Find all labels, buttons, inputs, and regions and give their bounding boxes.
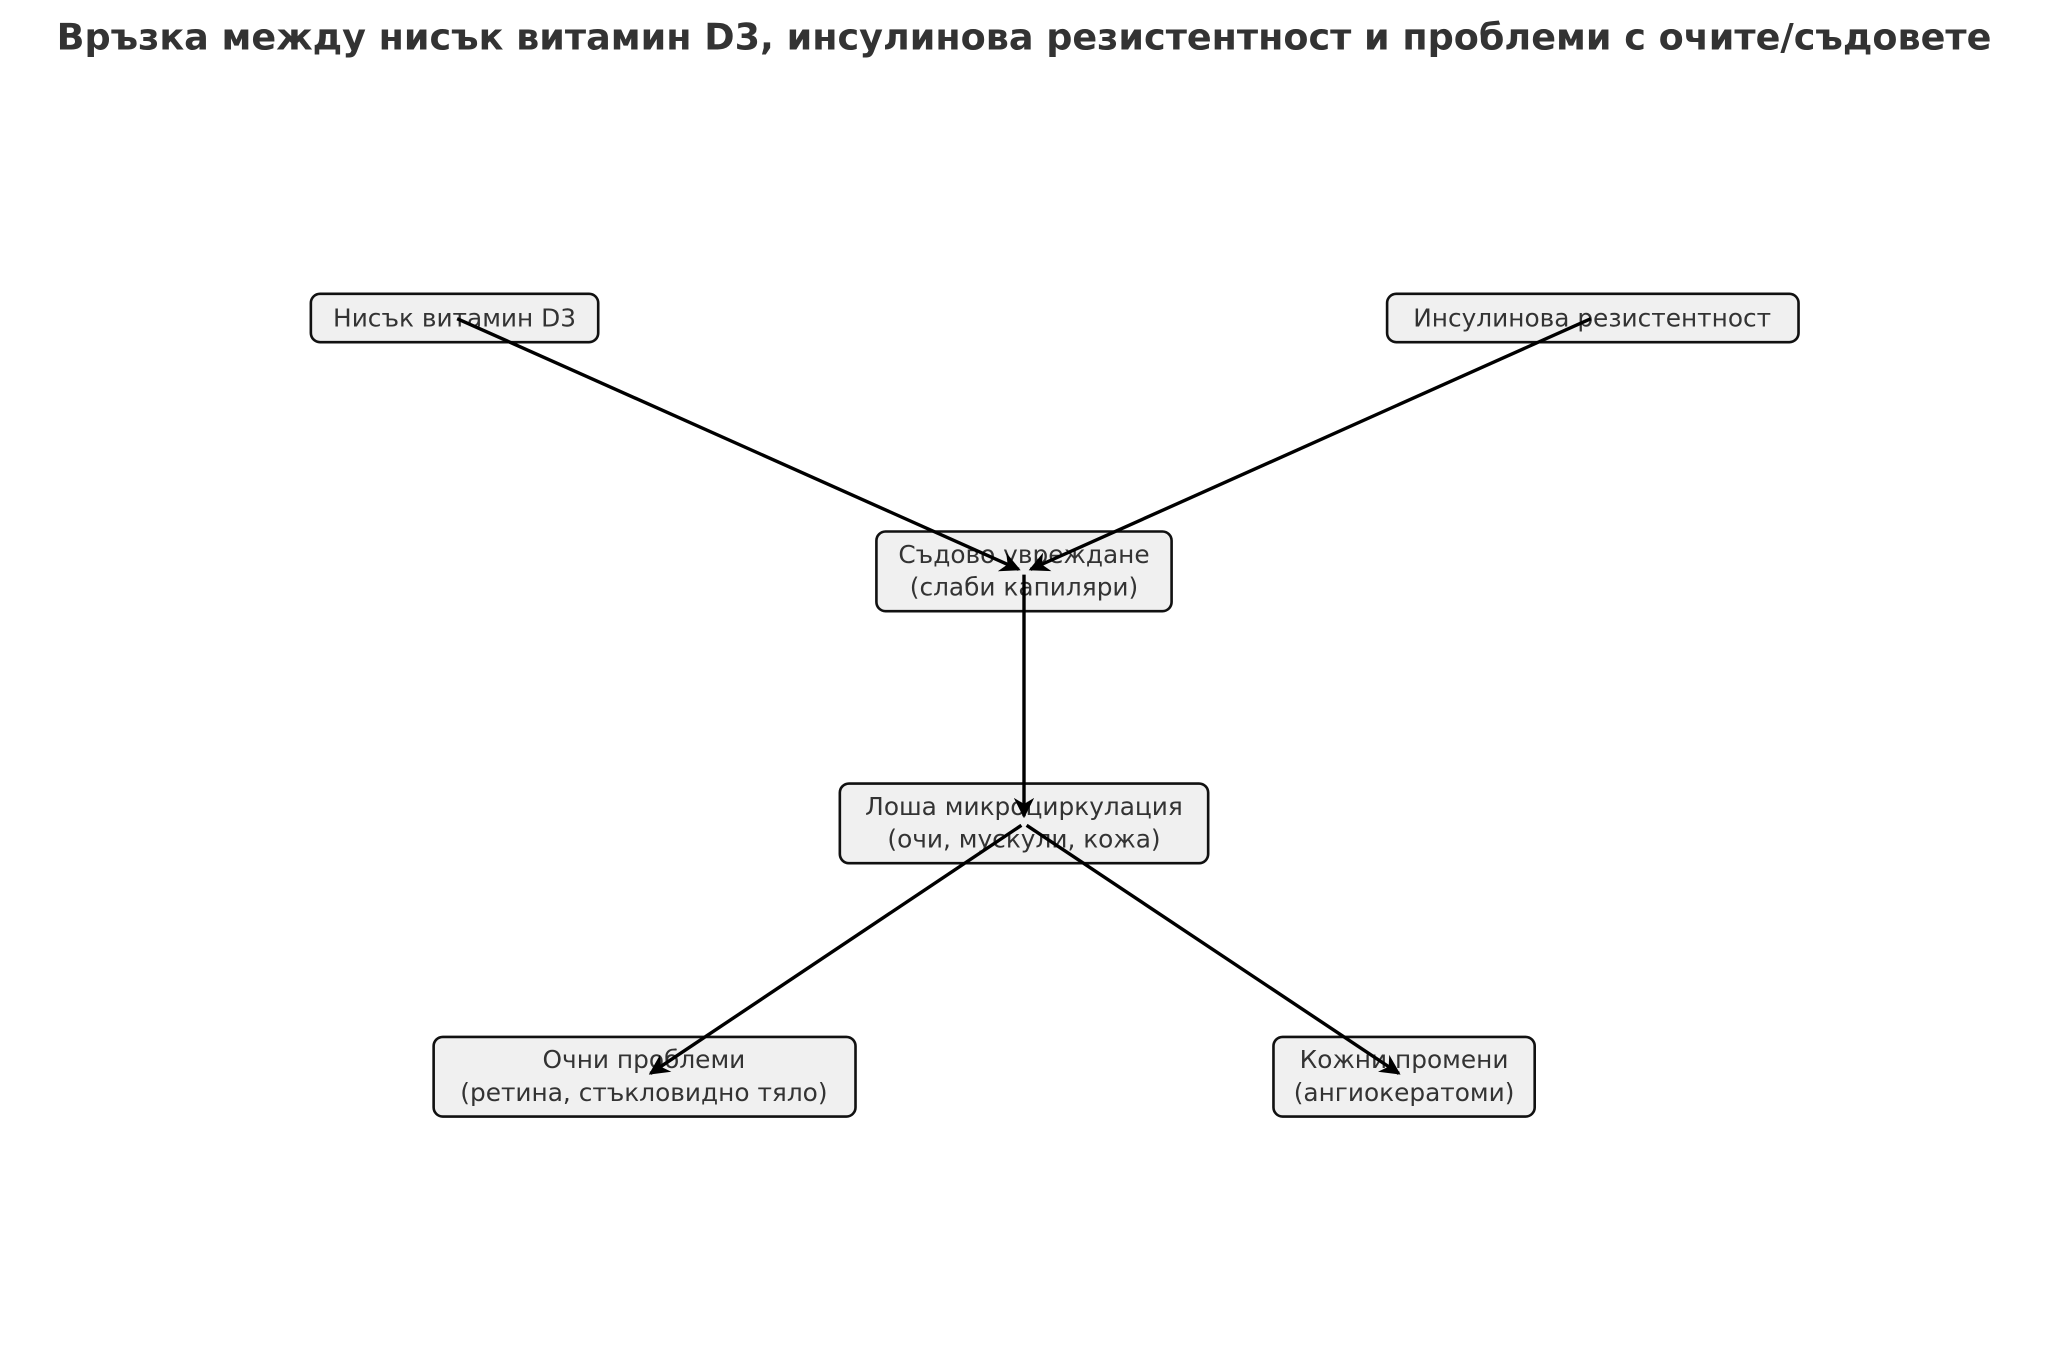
node-d3: Нисък витамин D3 [309, 292, 600, 344]
node-eyes: Очни проблеми (ретина, стъкловидно тяло) [432, 1035, 857, 1118]
node-label: Инсулинова резистентност [1413, 303, 1771, 332]
edge-insulin-to-vascular [1028, 317, 1592, 572]
node-sublabel: (ангиокератоми) [1294, 1078, 1515, 1107]
node-box [432, 1035, 857, 1118]
node-insulin: Инсулинова резистентност [1385, 292, 1800, 344]
edge-microcirc-to-eyes [648, 823, 1023, 1075]
edge-microcirc-to-skin [1025, 823, 1401, 1075]
node-label: Очни проблеми [543, 1045, 746, 1074]
diagram-title: Връзка между нисък витамин D3, инсулинов… [57, 16, 1992, 59]
edge-d3-to-vascular [456, 317, 1021, 572]
node-sublabel: (ретина, стъкловидно тяло) [460, 1078, 827, 1107]
node-label: Съдово увреждане [898, 540, 1149, 569]
node-skin: Кожни промени (ангиокератоми) [1272, 1035, 1536, 1118]
node-sublabel: (очи, мускули, кожа) [887, 825, 1160, 854]
node-box [309, 292, 600, 344]
node-box [1385, 292, 1800, 344]
node-label: Кожни промени [1300, 1045, 1509, 1074]
node-box [1272, 1035, 1536, 1118]
node-label: Нисък витамин D3 [333, 303, 576, 332]
